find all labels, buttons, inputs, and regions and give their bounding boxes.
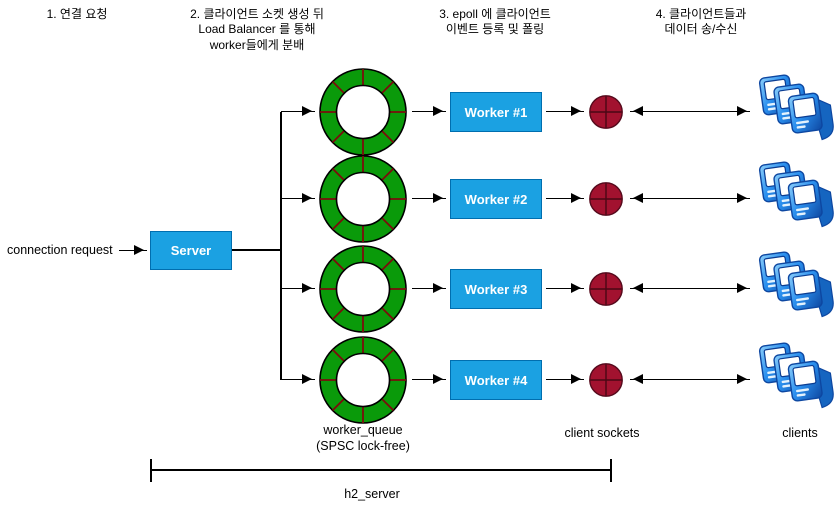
client-sockets-label: client sockets [564, 426, 640, 440]
arrow-worker-to-socket [546, 193, 584, 204]
clients-computers-icon [756, 342, 834, 418]
worker-queue-label: worker_queue (SPSC lock-free) [316, 423, 410, 453]
arrow-queue-to-worker [412, 193, 446, 204]
h2-server-bracket-line [150, 469, 612, 471]
arrow-trunk-to-queue [281, 283, 315, 294]
client-socket-icon [588, 181, 624, 217]
client-socket-icon [588, 94, 624, 130]
connection-request-label: connection request [7, 243, 113, 257]
arrow-socket-clients-bidirectional [630, 193, 750, 204]
worker-queue-ring-icon [318, 244, 408, 334]
client-socket-icon [588, 362, 624, 398]
arrow-socket-clients-bidirectional [630, 283, 750, 294]
arrow-request-to-server [119, 245, 147, 256]
clients-computers-icon [756, 161, 834, 237]
arrow-worker-to-socket [546, 283, 584, 294]
server-box: Server [150, 231, 232, 270]
arrow-trunk-to-queue [281, 106, 315, 117]
client-socket-icon [588, 271, 624, 307]
worker-label: Worker #4 [464, 372, 528, 388]
worker-queue-ring-icon [318, 67, 408, 157]
note-step2: 2. 클라이언트 소켓 생성 뒤 Load Balancer 를 통해 work… [190, 7, 324, 52]
arrow-socket-clients-bidirectional [630, 106, 750, 117]
worker-row-4: Worker #4 [0, 334, 838, 426]
note-step3: 3. epoll 에 클라이언트 이벤트 등록 및 폴링 [439, 7, 551, 37]
arrow-worker-to-socket [546, 374, 584, 385]
clients-label: clients [782, 426, 818, 440]
clients-computers-icon [756, 251, 834, 327]
worker-row-2: Worker #2 [0, 153, 838, 245]
worker-label: Worker #2 [464, 191, 528, 207]
worker-row-3: Worker #3 [0, 243, 838, 335]
worker-box: Worker #3 [450, 269, 542, 309]
arrow-queue-to-worker [412, 283, 446, 294]
arrow-queue-to-worker [412, 374, 446, 385]
h2-server-label: h2_server [344, 487, 400, 501]
worker-queue-ring-icon [318, 335, 408, 425]
arrow-socket-clients-bidirectional [630, 374, 750, 385]
note-step1: 1. 연결 요청 [46, 7, 108, 21]
load-balancer-trunk-line [280, 112, 282, 380]
server-to-trunk-line [232, 249, 280, 251]
worker-box: Worker #1 [450, 92, 542, 132]
note-step4: 4. 클라이언트들과 데이터 송/수신 [655, 7, 747, 37]
server-label: Server [170, 243, 212, 258]
worker-row-1: Worker #1 [0, 66, 838, 158]
worker-box: Worker #2 [450, 179, 542, 219]
h2-server-bracket-left-tick [150, 459, 152, 482]
worker-box: Worker #4 [450, 360, 542, 400]
clients-computers-icon [756, 74, 834, 150]
h2-server-bracket-right-tick [610, 459, 612, 482]
arrow-queue-to-worker [412, 106, 446, 117]
worker-label: Worker #1 [464, 104, 528, 120]
arrow-trunk-to-queue [281, 374, 315, 385]
worker-queue-ring-icon [318, 154, 408, 244]
worker-label: Worker #3 [464, 281, 528, 297]
arrow-worker-to-socket [546, 106, 584, 117]
arrow-trunk-to-queue [281, 193, 315, 204]
